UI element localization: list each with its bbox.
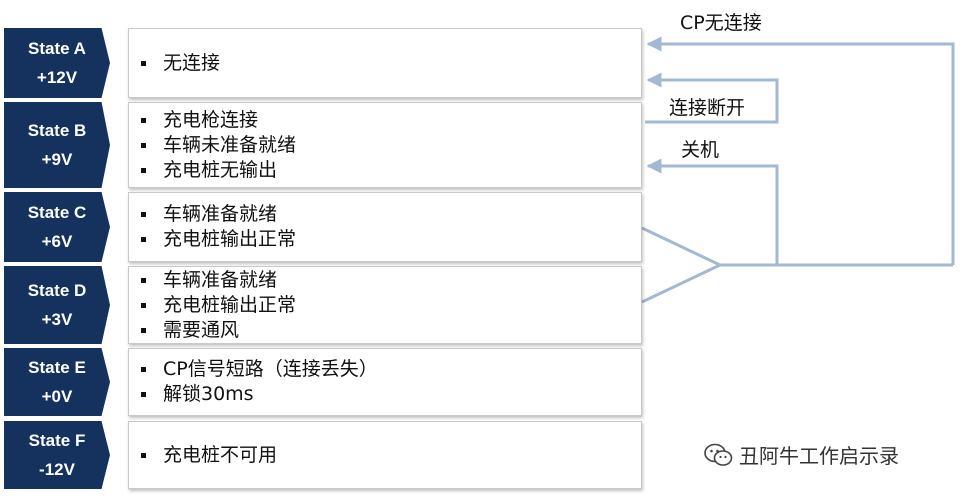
watermark: 丑阿牛工作启示录	[703, 440, 899, 469]
state-d-label: State D +3V	[4, 266, 110, 344]
state-e-name: State E	[28, 358, 86, 377]
arrow-disconnect	[645, 72, 779, 124]
state-c-label: State C +6V	[4, 192, 110, 262]
state-e-box: CP信号短路（连接丢失） 解锁30ms	[128, 348, 642, 416]
state-a-voltage: +12V	[36, 68, 78, 87]
converge-line	[641, 226, 724, 304]
state-b-box: 充电枪连接 车辆未准备就绪 充电桩无输出	[128, 102, 642, 188]
state-a-label: State A +12V	[4, 28, 110, 98]
state-d-item: 需要通风	[141, 318, 641, 343]
state-e-label: State E +0V	[4, 348, 110, 416]
label-cp-disconnect: CP无连接	[680, 12, 762, 34]
state-d-item: 充电桩输出正常	[141, 293, 641, 318]
state-b-voltage: +9V	[41, 150, 73, 169]
state-f-item: 充电桩不可用	[141, 443, 641, 468]
state-f-label: State F -12V	[4, 421, 110, 489]
state-a-box: 无连接	[128, 28, 642, 98]
state-e-item: CP信号短路（连接丢失）	[141, 357, 641, 382]
state-f-box: 充电桩不可用	[128, 421, 642, 489]
state-c-voltage: +6V	[41, 232, 73, 251]
state-c-item: 车辆准备就绪	[141, 202, 641, 227]
state-d-voltage: +3V	[41, 310, 73, 329]
state-d-item: 车辆准备就绪	[141, 268, 641, 293]
state-b-label: State B +9V	[4, 102, 110, 188]
state-b-name: State B	[27, 121, 87, 140]
arrow-cp-disconnect	[646, 36, 955, 265]
state-c-box: 车辆准备就绪 充电桩输出正常	[128, 192, 642, 262]
label-shutdown: 关机	[681, 139, 720, 161]
state-c-item: 充电桩输出正常	[141, 227, 641, 252]
state-b-item: 充电桩无输出	[141, 158, 641, 183]
state-f-name: State F	[28, 431, 86, 450]
state-c-name: State C	[27, 203, 87, 222]
state-a-name: State A	[28, 39, 86, 58]
state-d-box: 车辆准备就绪 充电桩输出正常 需要通风	[128, 266, 642, 344]
watermark-text: 丑阿牛工作启示录	[739, 444, 899, 468]
wechat-icon	[704, 443, 733, 466]
label-disconnect: 连接断开	[669, 97, 746, 119]
state-f-voltage: -12V	[39, 460, 75, 479]
state-d-name: State D	[27, 281, 87, 300]
state-a-item: 无连接	[141, 51, 641, 76]
state-e-voltage: +0V	[41, 387, 73, 406]
state-e-item: 解锁30ms	[141, 382, 641, 407]
arrow-shutdown	[646, 158, 779, 265]
state-b-item: 充电枪连接	[141, 108, 641, 133]
state-b-item: 车辆未准备就绪	[141, 133, 641, 158]
